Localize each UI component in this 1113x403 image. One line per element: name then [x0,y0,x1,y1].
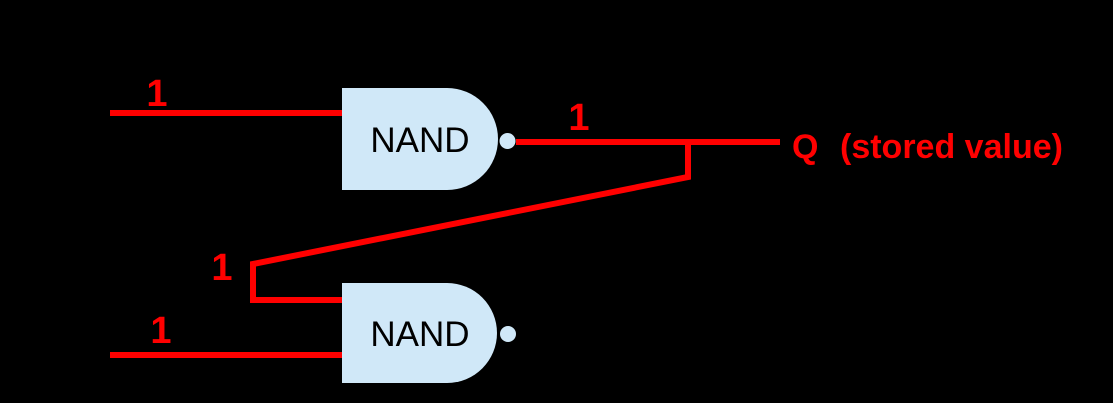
bottom-nand-output-bubble [500,326,516,342]
bottom-input-value-label: 1 [150,310,171,352]
top-nand-gate-label: NAND [370,121,469,160]
top-nand-output-bubble [499,133,516,149]
bottom-nand-gate-label: NAND [370,315,469,354]
feedback-wire [250,142,691,303]
q-output-note: (stored value) [840,128,1063,166]
feedback-value-label: 1 [211,247,232,289]
q-output-label: Q [792,128,818,166]
output-value-label: 1 [568,97,589,139]
bottom-nand-gate-body [342,283,497,383]
top-nand-gate-body [342,88,498,190]
top-input-value-label: 1 [146,73,167,115]
